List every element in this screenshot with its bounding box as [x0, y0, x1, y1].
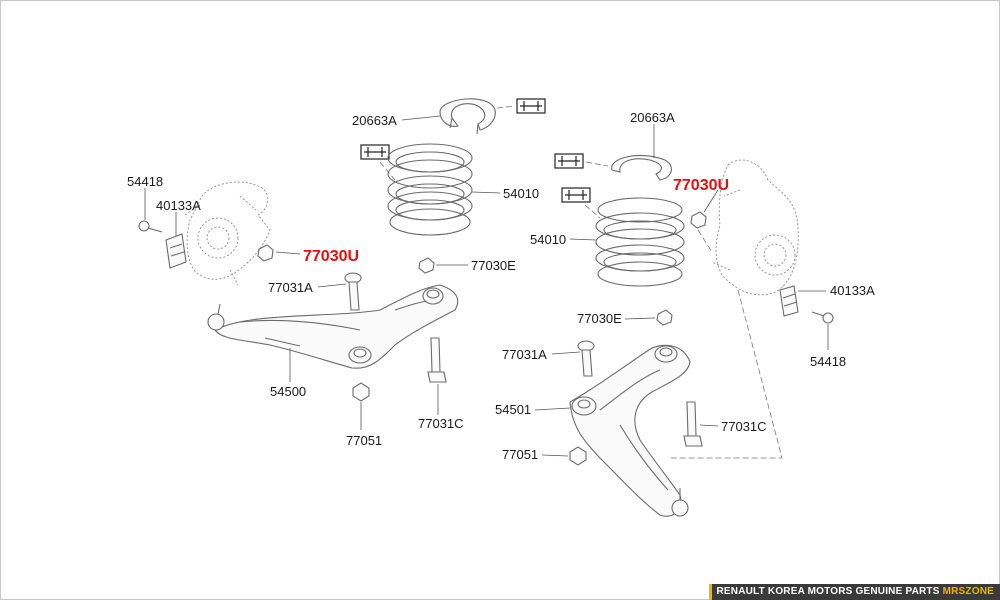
label-nut-77030u-left: 77030U	[303, 248, 359, 265]
label-arm-right: 54501	[495, 402, 531, 417]
nut-77051-left[interactable]	[352, 382, 370, 402]
bolt-54418-left[interactable]	[138, 220, 163, 233]
assembly-line-right	[668, 289, 783, 459]
coil-spring-left[interactable]	[387, 143, 473, 236]
footer-accent-bar	[708, 584, 712, 600]
lower-arm-right[interactable]	[569, 344, 691, 517]
label-spring-left: 54010	[503, 186, 539, 201]
label-spring-right: 54010	[530, 232, 566, 247]
leader-lines	[144, 115, 829, 457]
spring-seat-left[interactable]	[439, 98, 496, 135]
label-nut-77030u-right: 77030U	[673, 177, 729, 194]
steering-knuckle-right	[711, 159, 799, 296]
nut-77030e-right[interactable]	[656, 309, 673, 326]
seal-symbol-left-top	[496, 98, 546, 114]
steering-knuckle-left	[184, 181, 271, 286]
label-bolt-77031c-left: 77031C	[418, 416, 464, 431]
seal-symbol-right-top	[554, 153, 609, 169]
label-nut-77051-left: 77051	[346, 433, 382, 448]
label-clip-left: 40133A	[156, 198, 201, 213]
spring-seat-right[interactable]	[611, 154, 672, 181]
label-nut-77030e-right: 77030E	[577, 311, 622, 326]
bolt-77031a-right[interactable]	[577, 340, 595, 377]
lower-arm-left[interactable]	[207, 284, 459, 369]
label-bolt-54418-left: 54418	[127, 174, 163, 189]
label-bolt-54418-right: 54418	[810, 354, 846, 369]
clip-left[interactable]	[165, 233, 187, 269]
bolt-77031c-right[interactable]	[683, 401, 703, 447]
label-nut-77051-right: 77051	[502, 447, 538, 462]
label-bolt-77031a-right: 77031A	[502, 347, 547, 362]
seal-symbol-left-spring	[360, 144, 396, 181]
nut-77030e-left[interactable]	[418, 257, 435, 274]
nut-77030u-right[interactable]	[690, 211, 713, 253]
nut-77051-right[interactable]	[569, 446, 587, 466]
footer-banner: RENAULT KOREA MOTORS GENUINE PARTS MRSZO…	[708, 584, 1000, 600]
label-arm-left: 54500	[270, 384, 306, 399]
bolt-77031c-left[interactable]	[427, 337, 447, 383]
bolt-54418-right[interactable]	[811, 311, 834, 324]
footer-brand: MRSZONE	[942, 586, 994, 597]
label-clip-right: 40133A	[830, 283, 875, 298]
clip-right[interactable]	[779, 285, 799, 317]
label-spring-seat-left: 20663A	[352, 113, 397, 128]
coil-spring-right[interactable]	[595, 197, 685, 287]
bolt-77031a-left[interactable]	[344, 272, 362, 311]
seal-symbol-right-spring	[561, 187, 601, 219]
nut-77030u-left[interactable]	[257, 244, 274, 262]
label-bolt-77031c-right: 77031C	[721, 419, 767, 434]
label-nut-77030e-left: 77030E	[471, 258, 516, 273]
footer-text: RENAULT KOREA MOTORS GENUINE PARTS	[716, 586, 940, 597]
label-bolt-77031a-left: 77031A	[268, 280, 313, 295]
label-spring-seat-right: 20663A	[630, 110, 675, 125]
